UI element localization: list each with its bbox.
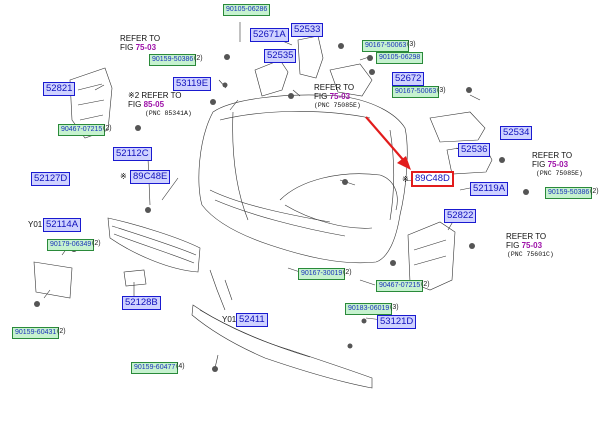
upper-right-bracket-outline [429, 111, 486, 143]
qty-90159-50386: (2) [194, 55, 203, 62]
part-label-52822[interactable]: 52822 [444, 209, 477, 223]
part-label-53119e[interactable]: 53119E [173, 77, 212, 91]
part-label-52671a[interactable]: 52671A [250, 28, 289, 42]
part-label-90179-06349[interactable]: 90179-06349 [47, 239, 95, 251]
part-label-90105-06298[interactable]: 90105-06298 [376, 52, 424, 64]
part-label-52821[interactable]: 52821 [43, 82, 76, 96]
refer-callout-4-fig-prefix: FIG [532, 160, 548, 169]
part-label-52534[interactable]: 52534 [500, 126, 533, 140]
refer-callout-3-line: ※2 REFER TO [128, 91, 182, 100]
refer-callout-4-pnc: (PNC 75085E) [536, 170, 583, 177]
refer-callout-1-line: REFER TO [120, 34, 161, 43]
refer-callout-3-fig[interactable]: FIG 85-05 [128, 100, 182, 109]
part-label-90183-06019[interactable]: 90183-06019 [345, 303, 393, 315]
lower-lip-outline [191, 304, 373, 389]
refer-callout-2-fig-number[interactable]: 75-03 [329, 92, 351, 101]
refer-callout-2-pnc: (PNC 75085E) [314, 102, 361, 109]
refer-callout-5-fig-number[interactable]: 75-03 [521, 241, 543, 250]
refer-callout-3-fig-number[interactable]: 85-05 [143, 100, 165, 109]
top-bracket-b-outline [297, 35, 324, 79]
refer-callout-4: REFER TO FIG 75-03 [532, 151, 572, 169]
qty-90467-07215-b: (2) [421, 281, 430, 288]
qty-90183-06019: (3) [390, 304, 399, 311]
qty-90167-30019: (2) [343, 269, 352, 276]
part-label-52536[interactable]: 52536 [458, 143, 491, 157]
part-label-52411[interactable]: 52411 [236, 313, 268, 327]
highlight-arrow [365, 116, 411, 170]
part-label-52112c[interactable]: 52112C [113, 147, 152, 161]
refer-callout-1: REFER TO FIG 75-03 [120, 34, 160, 52]
highlight-star-marker: ※ [402, 175, 409, 184]
refer-callout-4-fig[interactable]: FIG 75-03 [532, 160, 572, 169]
refer-callout-4-line: REFER TO [532, 151, 573, 160]
refer-callout-1-fig-prefix: FIG [120, 43, 136, 52]
part-label-90159-50386-b[interactable]: 90159-50386 [545, 187, 593, 199]
refer-callout-1-fig[interactable]: FIG 75-03 [120, 43, 160, 52]
refer-callout-2: REFER TO FIG 75-03 [314, 83, 354, 101]
qty-90179-06349: (2) [92, 240, 101, 247]
qty-90467-07215-a: (2) [103, 125, 112, 132]
refer-callout-4-fig-number[interactable]: 75-03 [547, 160, 569, 169]
part-label-90467-07215-a[interactable]: 90467-07215 [58, 124, 106, 136]
lower-grille-outline [107, 217, 201, 273]
left-bracket-outline [69, 67, 113, 139]
part-label-90159-60477[interactable]: 90159-60477 [131, 362, 179, 374]
part-label-52119a[interactable]: 52119A [470, 182, 509, 196]
refer-callout-5-pnc: (PNC 75601C) [507, 251, 554, 258]
part-label-90159-50386[interactable]: 90159-50386 [149, 54, 197, 66]
refer-callout-3-fig-prefix: FIG [128, 100, 144, 109]
qty-90159-60477: (4) [176, 363, 185, 370]
refer-callout-3-pnc: (PNC 85341A) [145, 110, 192, 117]
star-marker: ※ [120, 172, 127, 181]
part-label-53121d[interactable]: 53121D [377, 315, 417, 329]
part-label-52672[interactable]: 52672 [392, 72, 425, 86]
refer-callout-3: ※2 REFER TO FIG 85-05 [128, 91, 182, 109]
y01-marker-a: Y01 [28, 220, 43, 229]
part-label-90167-30019[interactable]: 90167-30019 [298, 268, 346, 280]
refer-callout-2-line: REFER TO [314, 83, 355, 92]
refer-callout-1-fig-number[interactable]: 75-03 [135, 43, 157, 52]
part-label-52535[interactable]: 52535 [264, 49, 297, 63]
qty-90167-50063-b: (3) [437, 87, 446, 94]
top-rail-outline [329, 63, 373, 97]
license-plate-bracket-outline [33, 261, 73, 299]
refer-callout-2-fig-prefix: FIG [314, 92, 330, 101]
qty-90167-50063-top: (3) [407, 41, 416, 48]
part-label-52533[interactable]: 52533 [291, 23, 324, 37]
bumper-cover-outline [198, 94, 408, 264]
y01-marker-b: Y01 [222, 315, 237, 324]
part-label-90167-50063-top[interactable]: 90167-50063 [362, 40, 410, 52]
part-label-52127d[interactable]: 52127D [31, 172, 71, 186]
refer-callout-5-fig-prefix: FIG [506, 241, 522, 250]
refer-callout-5: REFER TO FIG 75-03 [506, 232, 546, 250]
part-label-90467-07215-b[interactable]: 90467-07215 [376, 280, 424, 292]
top-bracket-a-outline [254, 59, 289, 97]
part-label-52128b[interactable]: 52128B [122, 296, 161, 310]
part-label-89c48e[interactable]: 89C48E [130, 170, 171, 184]
part-label-90105-06286[interactable]: 90105-06286 [223, 4, 271, 16]
part-label-90167-50063-b[interactable]: 90167-50063 [392, 86, 440, 98]
refer-callout-5-fig[interactable]: FIG 75-03 [506, 241, 546, 250]
highlighted-part-89c48d[interactable]: 89C48D [411, 171, 454, 187]
refer-callout-5-line: REFER TO [506, 232, 547, 241]
part-label-52114a[interactable]: 52114A [43, 218, 82, 232]
qty-90159-60431: (2) [57, 328, 66, 335]
grille-clip-outline [123, 269, 147, 287]
qty-90159-50386-b: (2) [590, 188, 599, 195]
refer-callout-2-fig[interactable]: FIG 75-03 [314, 92, 354, 101]
part-label-90159-60431[interactable]: 90159-60431 [12, 327, 60, 339]
